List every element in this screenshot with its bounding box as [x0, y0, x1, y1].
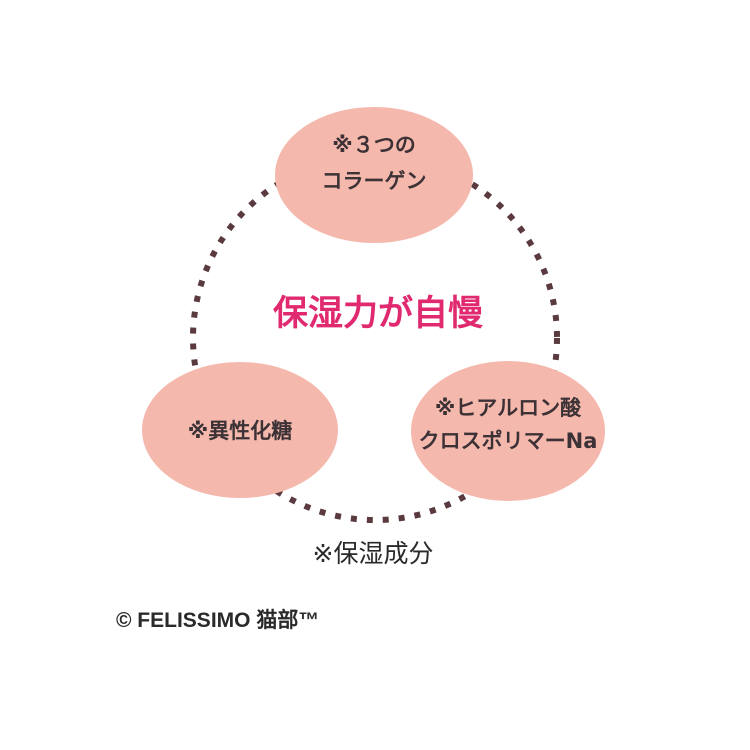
ingredient-node-isomerized-sugar-bubble: [142, 362, 338, 498]
center-title: 保湿力が自慢: [273, 294, 484, 334]
footnote: ※保湿成分: [313, 539, 434, 568]
ingredient-node-hyaluronic-acid-label-line-2: クロスポリマーNa: [419, 429, 598, 453]
ingredient-node-hyaluronic-acid-bubble: [411, 361, 605, 501]
ingredient-node-hyaluronic-acid-label-line-1: ※ヒアルロン酸: [435, 396, 582, 420]
ingredient-node-isomerized-sugar-label: ※異性化糖: [188, 419, 292, 443]
dotted-connector-ring: [190, 153, 560, 523]
ingredient-node-collagen-bubble: [275, 107, 473, 243]
ingredient-node-hyaluronic-acid: ※ヒアルロン酸 クロスポリマーNa: [411, 361, 605, 501]
copyright: © FELISSIMO 猫部™: [116, 608, 319, 632]
ingredient-node-collagen-label-line-1: ※３つの: [332, 133, 415, 157]
ingredient-node-collagen-label-line-2: コラーゲン: [322, 169, 427, 193]
ingredient-node-isomerized-sugar: ※異性化糖: [142, 362, 338, 498]
ingredient-node-collagen: ※３つの コラーゲン: [275, 107, 473, 243]
